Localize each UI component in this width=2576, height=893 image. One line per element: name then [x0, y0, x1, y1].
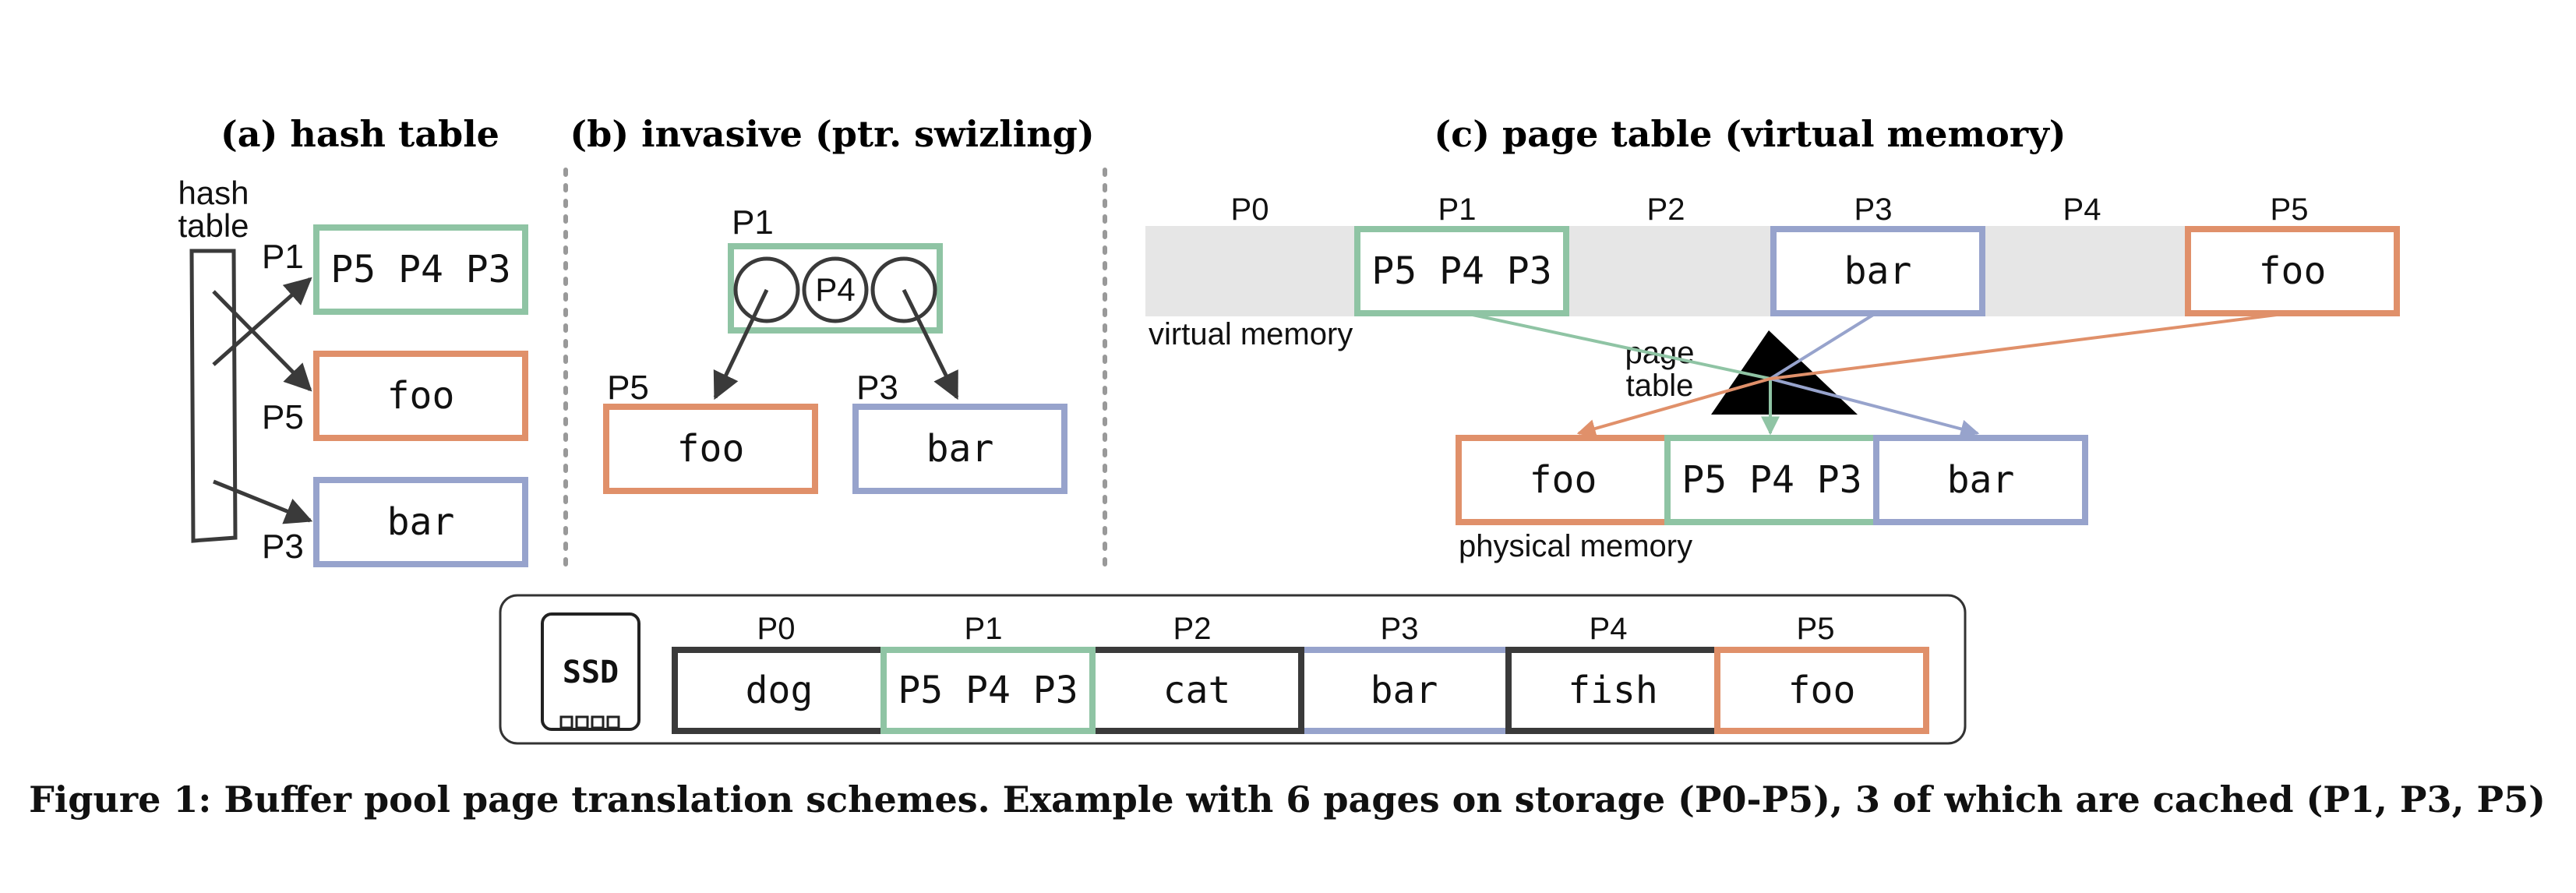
hash-key-p5: P5 [262, 398, 304, 436]
ssd-icon: SSD [541, 612, 640, 731]
storage-label-p2: P2 [1173, 612, 1212, 646]
hash-table-label-line1: hash [178, 175, 249, 211]
hash-table-array [189, 249, 238, 543]
title-invasive: (b) invasive (ptr. swizling) [570, 113, 1094, 155]
hash-entry-p5 [313, 351, 528, 441]
vpage-label-p4: P4 [2063, 192, 2101, 227]
physical-frame-3 [1873, 435, 2088, 525]
virtual-page-p5 [2185, 226, 2400, 316]
virtual-page-p3-text: bar [1844, 249, 1912, 293]
hash-key-p1: P1 [262, 238, 304, 276]
storage-page-p0-text: dog [746, 669, 813, 712]
hash-entry-p1 [313, 224, 528, 315]
page-table-label-line1: page [1625, 336, 1695, 370]
storage-page-p0 [672, 647, 887, 734]
invasive-p5-box [603, 404, 818, 494]
storage-label-p0: P0 [757, 612, 796, 646]
vpage-label-p2: P2 [1647, 192, 1685, 227]
page-table-triangle [1711, 330, 1858, 415]
storage-page-p3-text: bar [1371, 669, 1438, 712]
storage-panel: SSD P0 P1 P2 P3 P4 P5 dog P5 P4 P3 cat b… [499, 594, 1967, 745]
virtual-page-p5-text: foo [2259, 249, 2327, 293]
mapping-p5 [1576, 313, 2278, 438]
virtual-page-p3 [1770, 226, 1985, 316]
hash-entry-p3 [313, 477, 528, 567]
virtual-memory-label: virtual memory [1149, 317, 1353, 351]
ssd-label: SSD [563, 655, 619, 690]
virtual-page-p1-text: P5 P4 P3 [1371, 249, 1551, 293]
physical-frame-1 [1456, 435, 1671, 525]
hash-arrow-p1 [212, 277, 312, 366]
physical-memory-label: physical memory [1459, 529, 1692, 563]
storage-page-p5 [1714, 647, 1929, 734]
storage-label-p3: P3 [1381, 612, 1419, 646]
hash-entry-p3-text: bar [387, 500, 455, 544]
invasive-p3-box [852, 404, 1067, 494]
invasive-p5-label: P5 [607, 369, 649, 407]
storage-page-p2-text: cat [1163, 669, 1231, 712]
page-table-label-line2: table [1626, 369, 1694, 403]
invasive-p3-text: bar [926, 427, 994, 471]
physical-frame-2-text: P5 P4 P3 [1681, 458, 1861, 502]
virtual-page-p1 [1354, 226, 1569, 316]
hash-arrow-p5 [212, 290, 312, 392]
page-table-panel: P0 P1 P2 P3 P4 P5 P5 P4 P3 bar foo virtu… [1145, 192, 2400, 563]
invasive-p1-label: P1 [732, 203, 774, 242]
storage-page-labels: P0 P1 P2 P3 P4 P5 [757, 612, 1835, 646]
swizzled-pointer-p5 [713, 288, 769, 401]
virtual-page-labels: P0 P1 P2 P3 P4 P5 [1231, 192, 2309, 227]
invasive-p3-label: P3 [856, 369, 898, 407]
vpage-label-p3: P3 [1854, 192, 1893, 227]
figure-caption: Figure 1: Buffer pool page translation s… [29, 778, 2546, 821]
physical-frame-2 [1664, 435, 1879, 525]
hash-entry-p5-text: foo [387, 374, 455, 418]
swizzled-pointer-p3 [902, 288, 959, 401]
storage-page-p4 [1505, 647, 1720, 734]
title-page-table: (c) page table (virtual memory) [1434, 113, 2066, 155]
mapping-p1 [1472, 313, 1780, 436]
storage-page-p1-text: P5 P4 P3 [898, 669, 1078, 712]
storage-page-p4-text: fish [1568, 669, 1658, 712]
hash-entry-p1-text: P5 P4 P3 [330, 248, 510, 291]
storage-label-p5: P5 [1797, 612, 1835, 646]
title-hash-table: (a) hash table [221, 113, 499, 155]
hash-table-label-line2: table [178, 207, 249, 244]
invasive-panel: P1 P4 P5 P3 foo bar [603, 203, 1067, 494]
vpage-label-p0: P0 [1231, 192, 1269, 227]
invasive-p5-text: foo [677, 427, 745, 471]
physical-frame-3-text: bar [1947, 458, 2015, 502]
hash-key-p3: P3 [262, 528, 304, 566]
vpage-label-p1: P1 [1438, 192, 1477, 227]
physical-frame-1-text: foo [1530, 458, 1597, 502]
pointer-slot-p4-label: P4 [815, 271, 855, 308]
hash-arrow-p3 [213, 479, 313, 524]
pointer-slot-p4 [802, 256, 869, 323]
storage-label-p1: P1 [965, 612, 1003, 646]
vpage-label-p5: P5 [2271, 192, 2309, 227]
storage-label-p4: P4 [1590, 612, 1628, 646]
storage-page-p5-text: foo [1788, 669, 1856, 712]
storage-page-p1 [880, 647, 1096, 734]
hash-table-panel: hash table P1 P5 P3 P5 P4 P3 foo bar [178, 175, 528, 567]
